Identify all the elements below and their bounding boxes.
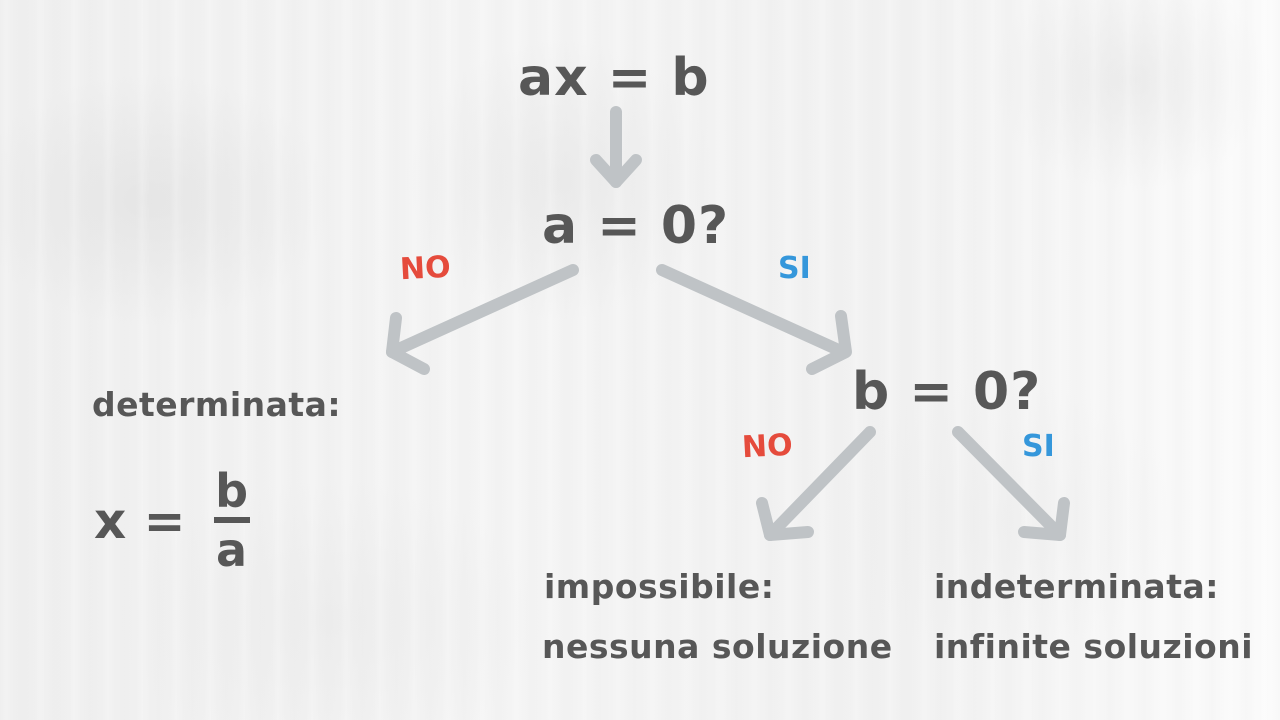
arrow-no-down-left-icon — [756, 426, 876, 541]
question-b-zero: b = 0? — [852, 362, 1042, 422]
fraction-denominator: a — [216, 523, 248, 577]
arrow-si-right-icon — [656, 264, 852, 375]
branch-label-no-1: NO — [399, 249, 452, 288]
question-a-zero: a = 0? — [542, 196, 730, 256]
outcome-indeterminata-title: indeterminata: — [934, 567, 1219, 606]
arrow-down-icon — [590, 106, 642, 188]
root-equation: ax = b — [518, 48, 710, 108]
branch-label-no-2: NO — [741, 427, 794, 466]
outcome-determinata-title: determinata: — [92, 385, 342, 424]
fraction-numerator: b — [215, 464, 249, 518]
solution-formula: x = b a — [94, 468, 250, 573]
branch-label-si-2: SI — [1022, 429, 1055, 464]
formula-lhs: x = — [94, 491, 186, 550]
arrow-si-down-right-icon — [952, 426, 1070, 541]
fraction: b a — [213, 464, 250, 577]
branch-label-si-1: SI — [778, 251, 811, 286]
arrow-no-left-icon — [386, 264, 579, 375]
outcome-indeterminata-detail: infinite soluzioni — [934, 627, 1254, 666]
outcome-impossibile-detail: nessuna soluzione — [542, 627, 893, 666]
outcome-impossibile-title: impossibile: — [544, 567, 775, 606]
fraction-bar — [213, 517, 250, 523]
